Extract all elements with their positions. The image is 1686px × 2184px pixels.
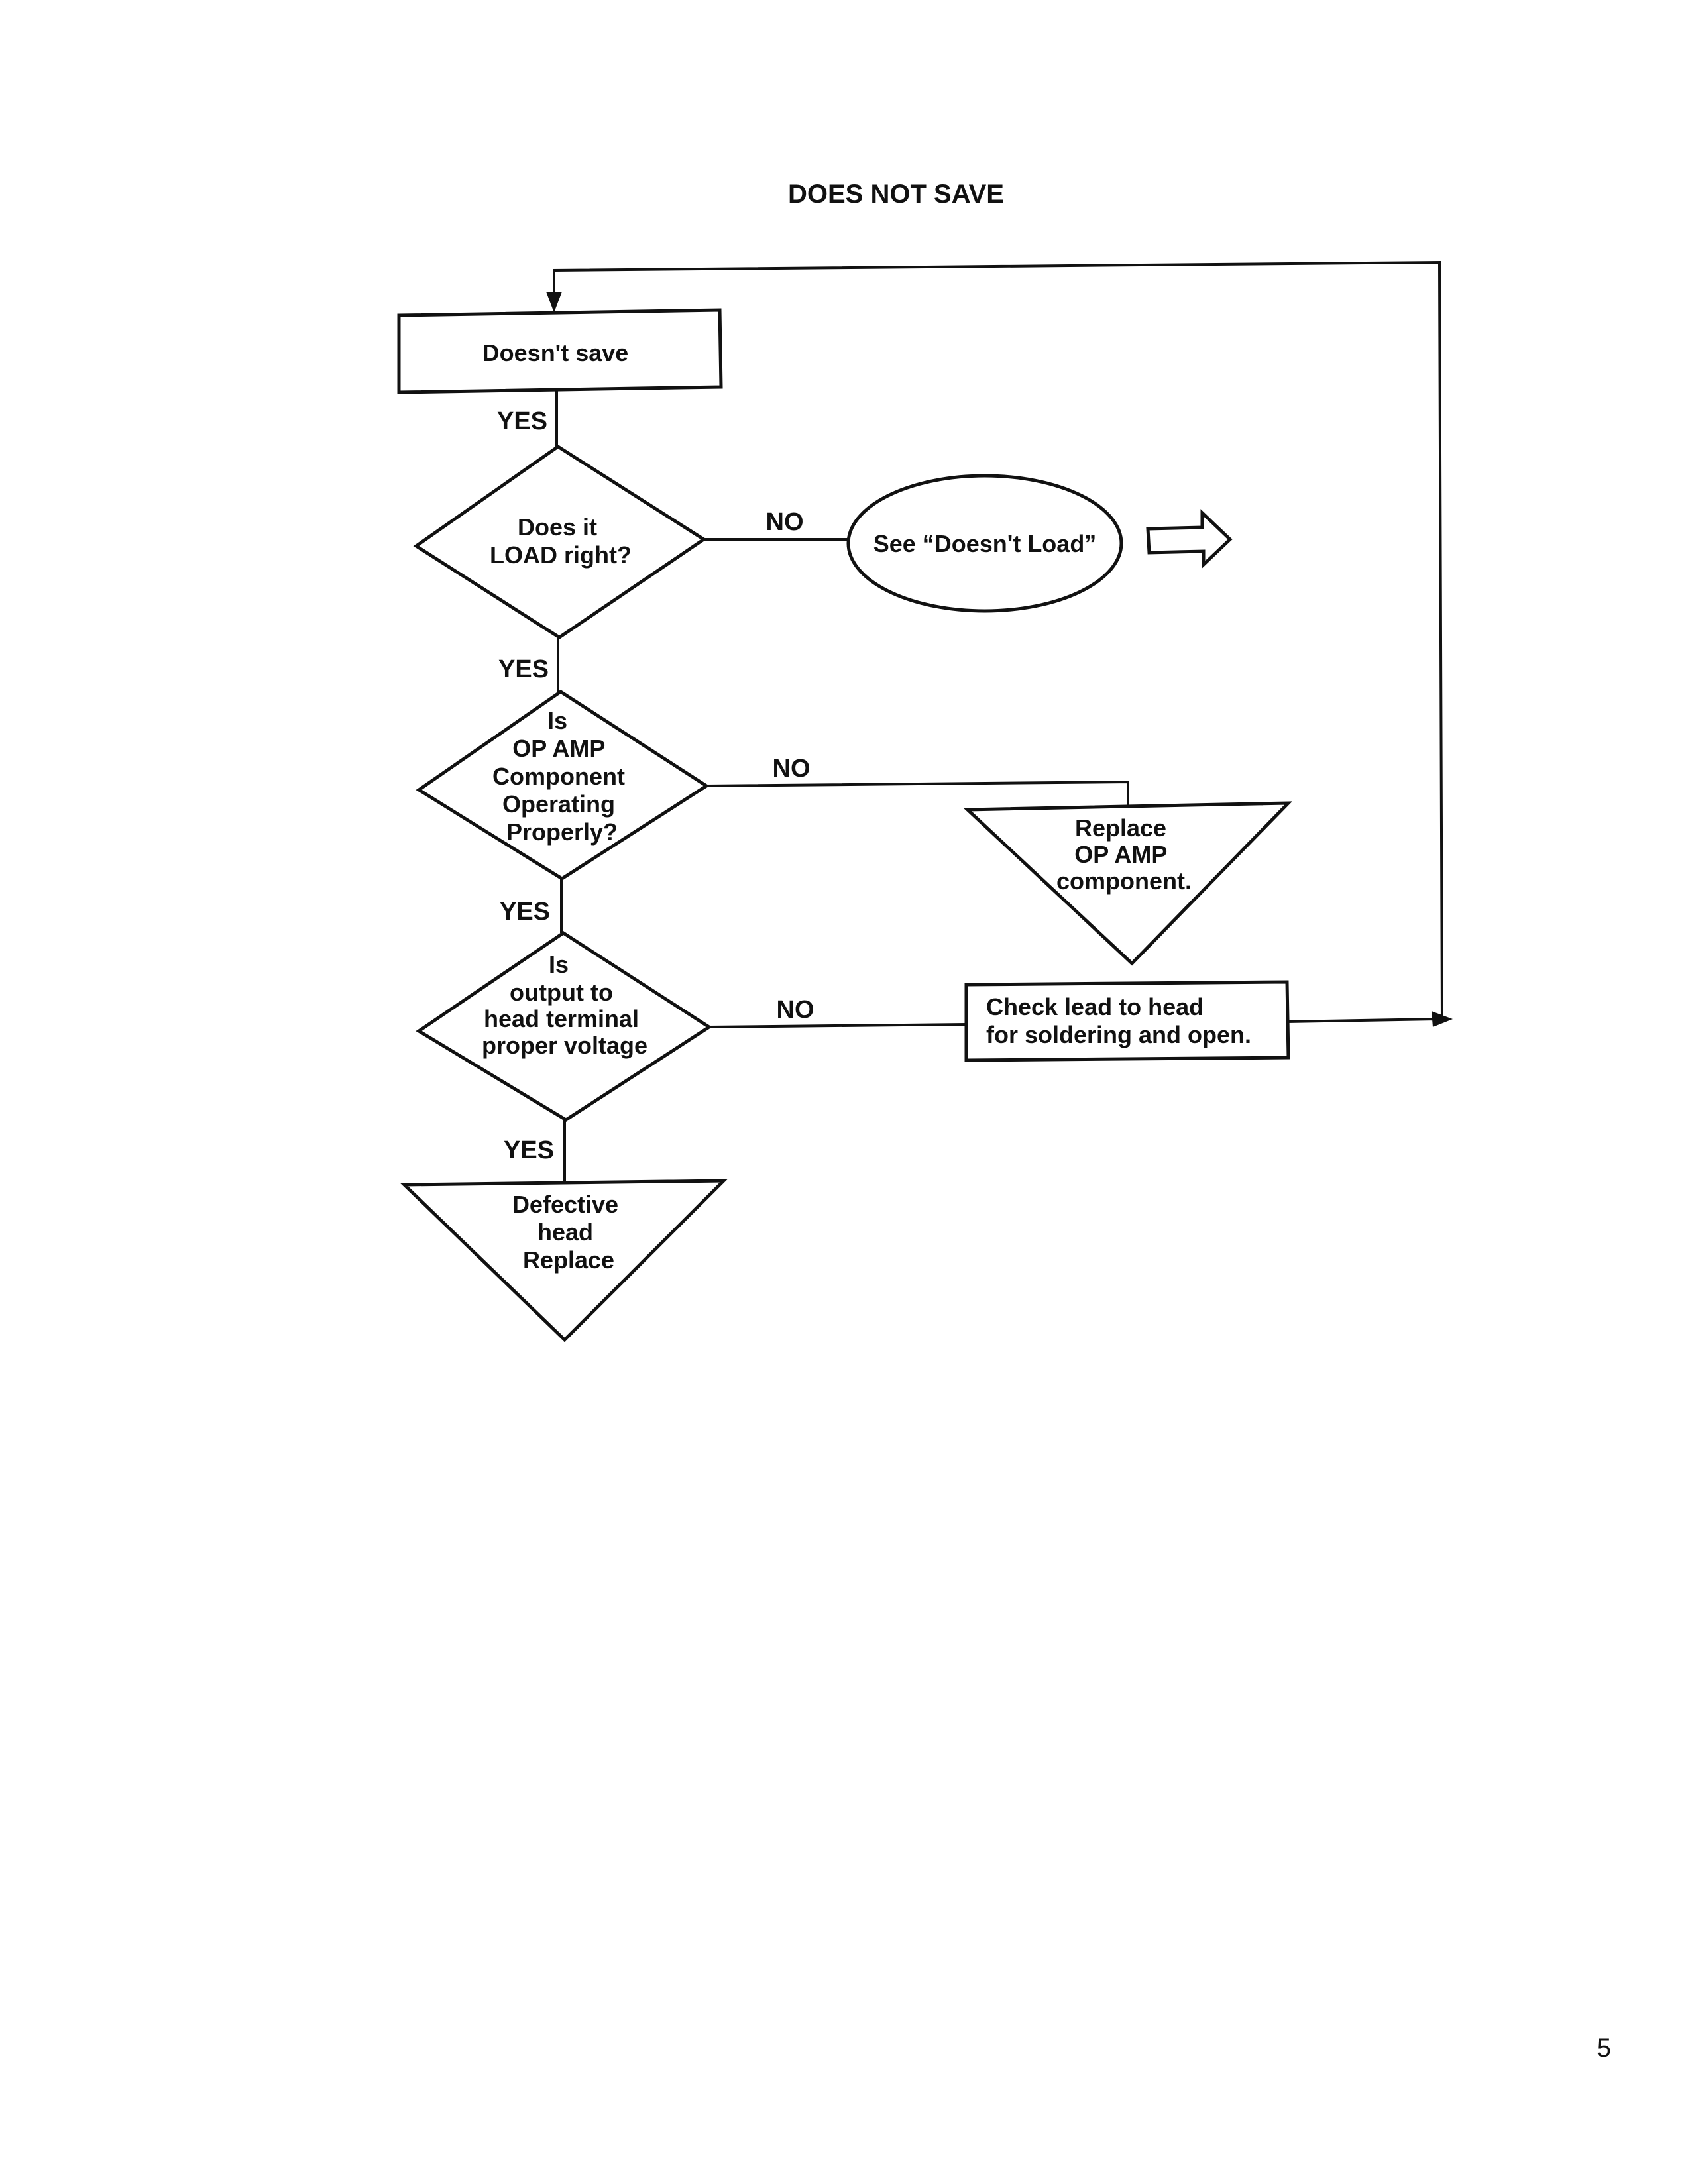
start-box-label: Doesn't save (482, 339, 629, 366)
edge-label-opamp-no: NO (773, 755, 811, 783)
edge-label-output-yes: YES (504, 1136, 554, 1164)
see-doesnt-load-label: See “Doesn't Load” (873, 530, 1097, 557)
loop-arrowhead-down (546, 292, 562, 313)
decision-output-label: Is output to head terminal proper voltag… (482, 951, 647, 1059)
edge-label-load-yes: YES (498, 655, 549, 683)
start-box (397, 308, 723, 394)
see-doesnt-load-ellipse (846, 474, 1123, 613)
decision-output-diamond (416, 931, 712, 1122)
page-number: 5 (1597, 2034, 1611, 2063)
edge-label-output-no: NO (777, 996, 815, 1024)
defective-head-label: Defective head Replace (512, 1191, 625, 1274)
edge-loop-out (1286, 1018, 1439, 1023)
edge-output-no (708, 1023, 967, 1028)
decision-load-label: Does it LOAD right? (490, 514, 632, 569)
check-lead-box (964, 980, 1290, 1062)
edge-label-opamp-yes: YES (500, 898, 550, 926)
replace-opamp-label: Replace OP AMP component. (1056, 814, 1192, 895)
edge-loop-return (553, 260, 1443, 1020)
page-title: DOES NOT SAVE (788, 180, 1004, 209)
edge-label-load-no: NO (766, 508, 804, 536)
check-lead-label: Check lead to head for soldering and ope… (986, 993, 1251, 1048)
edge-opamp-no (706, 780, 1129, 807)
decision-opamp-label: Is OP AMP Component Operating Properly? (492, 707, 632, 846)
replace-opamp-triangle (963, 801, 1293, 966)
decision-opamp-diamond (416, 689, 710, 881)
hollow-right-arrow-icon (1146, 509, 1233, 569)
defective-head-triangle (400, 1179, 728, 1342)
edge-label-start-yes: YES (497, 408, 547, 435)
decision-load-diamond (413, 444, 707, 639)
